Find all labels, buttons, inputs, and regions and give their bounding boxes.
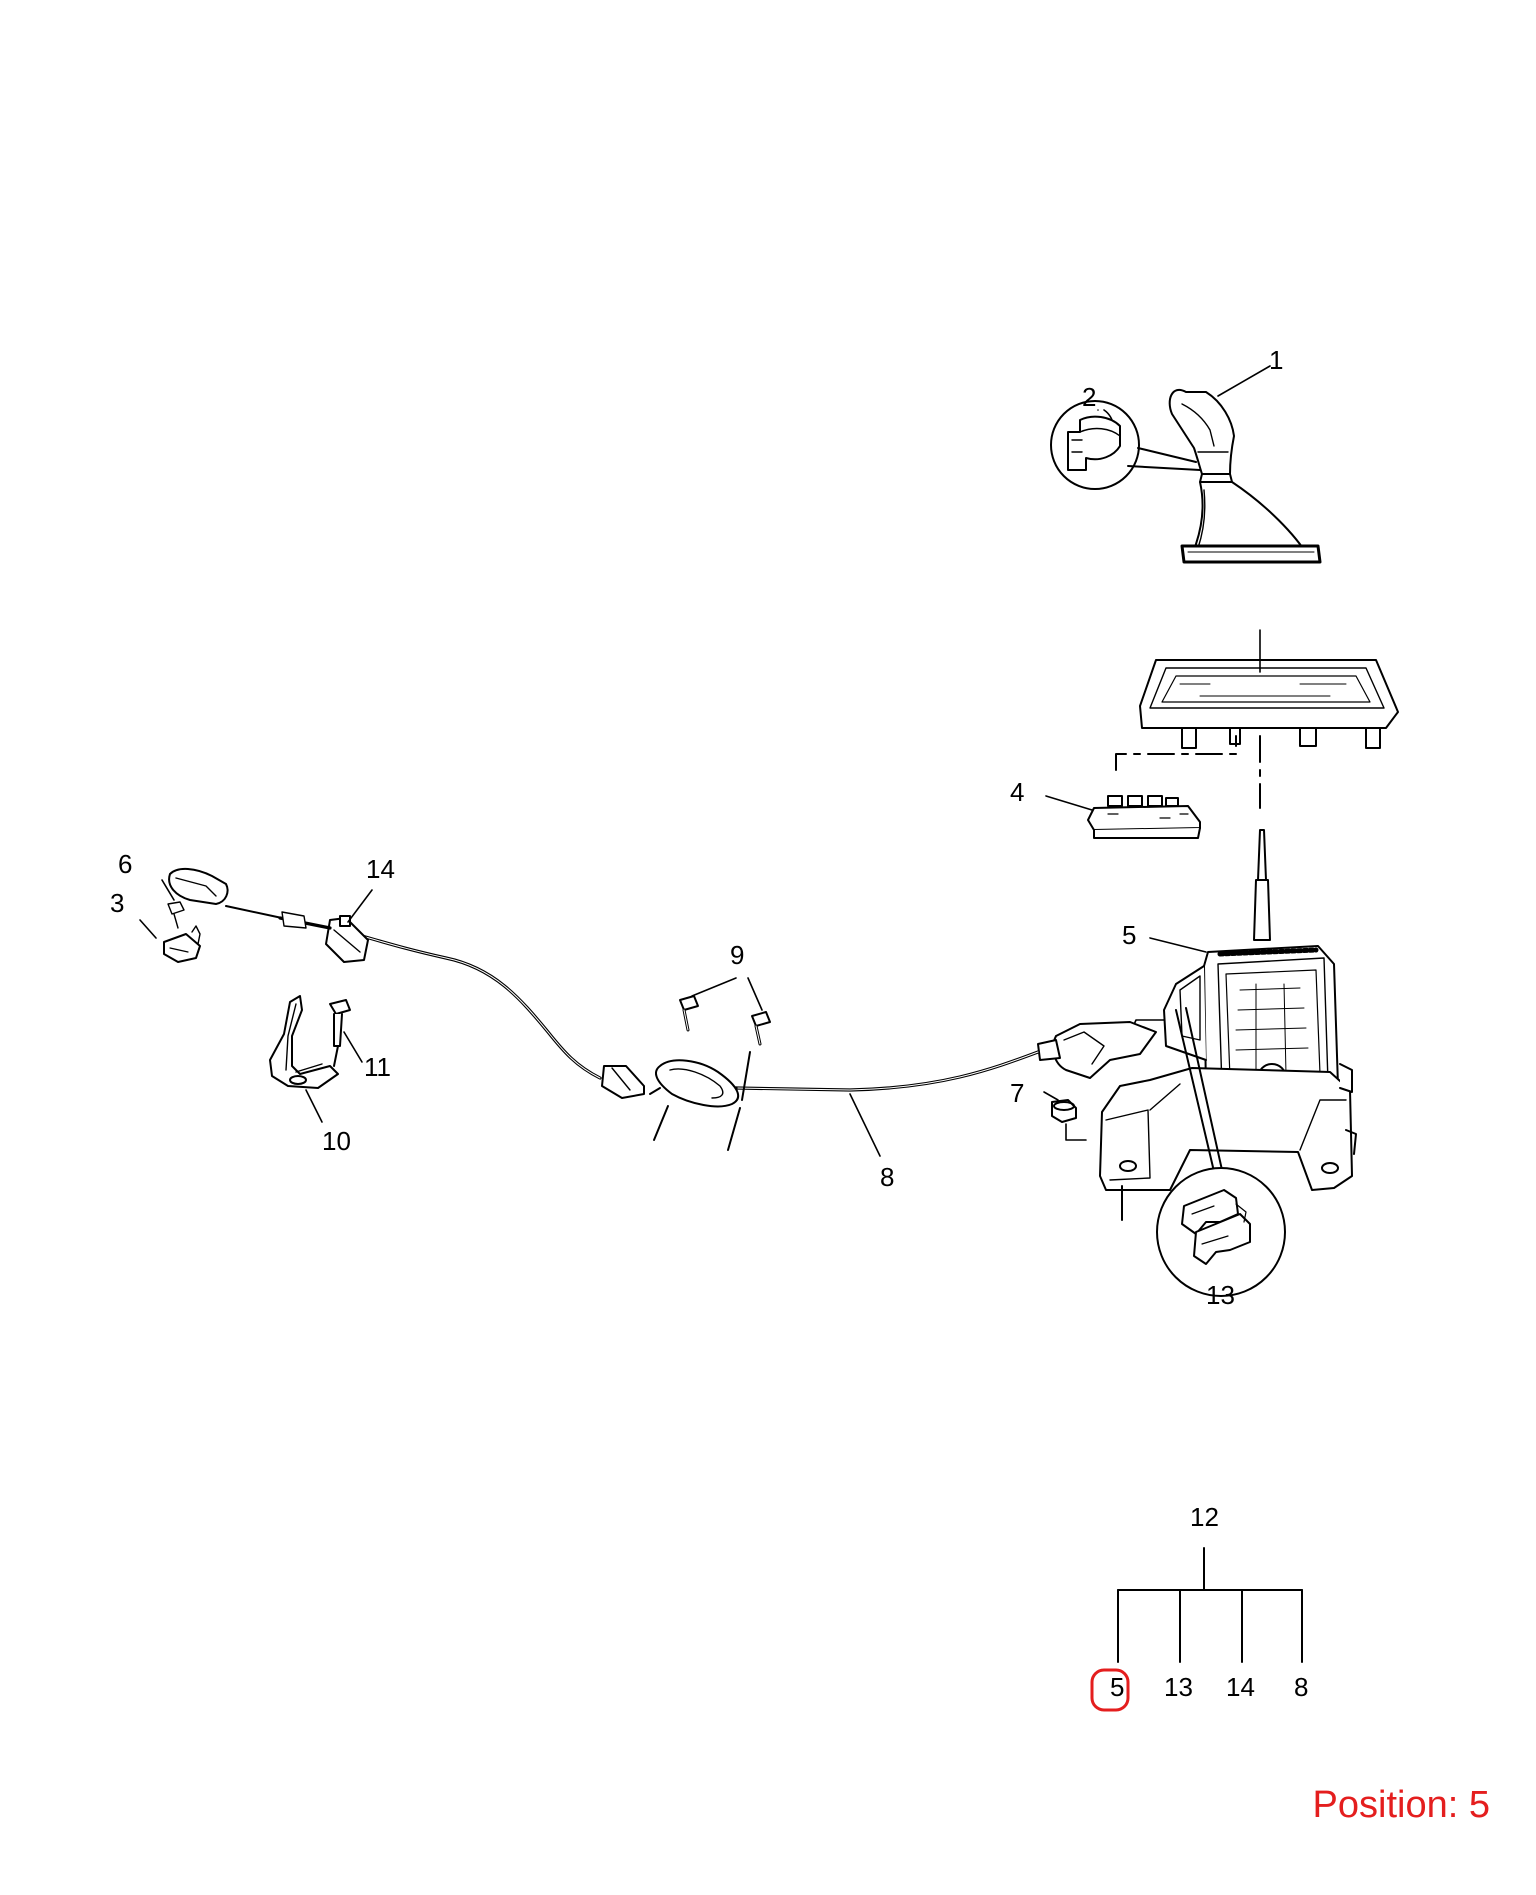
- shift-cable-part-8[interactable]: [168, 868, 1040, 1151]
- callout-2[interactable]: 2: [1082, 382, 1096, 412]
- cable-clip-detail-circle[interactable]: [1156, 1167, 1286, 1297]
- callout-4[interactable]: 4: [1010, 777, 1024, 807]
- callout-1[interactable]: 1: [1269, 345, 1283, 375]
- callout-11[interactable]: 11: [364, 1052, 391, 1082]
- screw-part-9-right[interactable]: [741, 1011, 771, 1101]
- shifter-assembly-part[interactable]: [1037, 829, 1357, 1191]
- kit-child-label-4[interactable]: 8: [1294, 1672, 1308, 1702]
- kit-child-label-2[interactable]: 13: [1164, 1672, 1193, 1702]
- callout-13[interactable]: 13: [1206, 1280, 1235, 1310]
- clip-detail-circle[interactable]: [1050, 400, 1201, 490]
- callout-10[interactable]: 10: [322, 1126, 351, 1156]
- kit-parent-label[interactable]: 12: [1190, 1502, 1219, 1532]
- cable-bracket-part-10[interactable]: [269, 995, 339, 1089]
- kit-child-label-1[interactable]: 5: [1110, 1672, 1124, 1702]
- callout-5[interactable]: 5: [1122, 920, 1136, 950]
- screw-part-9-left[interactable]: [679, 995, 699, 1032]
- shift-knob-part[interactable]: [1168, 389, 1235, 483]
- position-indicator: Position: 5: [1313, 1784, 1490, 1827]
- callout-9[interactable]: 9: [730, 940, 744, 970]
- cable-clip-rod: [1175, 1007, 1223, 1181]
- shift-boot-part[interactable]: [1180, 481, 1322, 564]
- callout-7[interactable]: 7: [1010, 1078, 1024, 1108]
- position-prefix: Position:: [1312, 1784, 1459, 1826]
- leader-lines: [139, 365, 1271, 1157]
- bolt-part-11[interactable]: [329, 999, 351, 1067]
- callout-labels: 1 2 3 4 5 6 7 8 9 10 11 13 14 12 5 13 14…: [110, 345, 1308, 1702]
- bezel-dash-lines: [1115, 735, 1261, 809]
- callout-8[interactable]: 8: [880, 1162, 894, 1192]
- position-value: 5: [1468, 1784, 1490, 1826]
- bracket-part-3[interactable]: [163, 901, 201, 963]
- kit-tree: [1117, 1547, 1303, 1663]
- callout-6[interactable]: 6: [118, 849, 132, 879]
- highlight-marker: [1090, 1668, 1130, 1712]
- nut-part-7[interactable]: [1051, 1099, 1087, 1141]
- switch-module-part[interactable]: [1087, 795, 1201, 839]
- console-bezel-part[interactable]: [1139, 629, 1399, 749]
- callout-14[interactable]: 14: [366, 854, 395, 884]
- callout-3[interactable]: 3: [110, 888, 124, 918]
- kit-child-label-3[interactable]: 14: [1226, 1672, 1255, 1702]
